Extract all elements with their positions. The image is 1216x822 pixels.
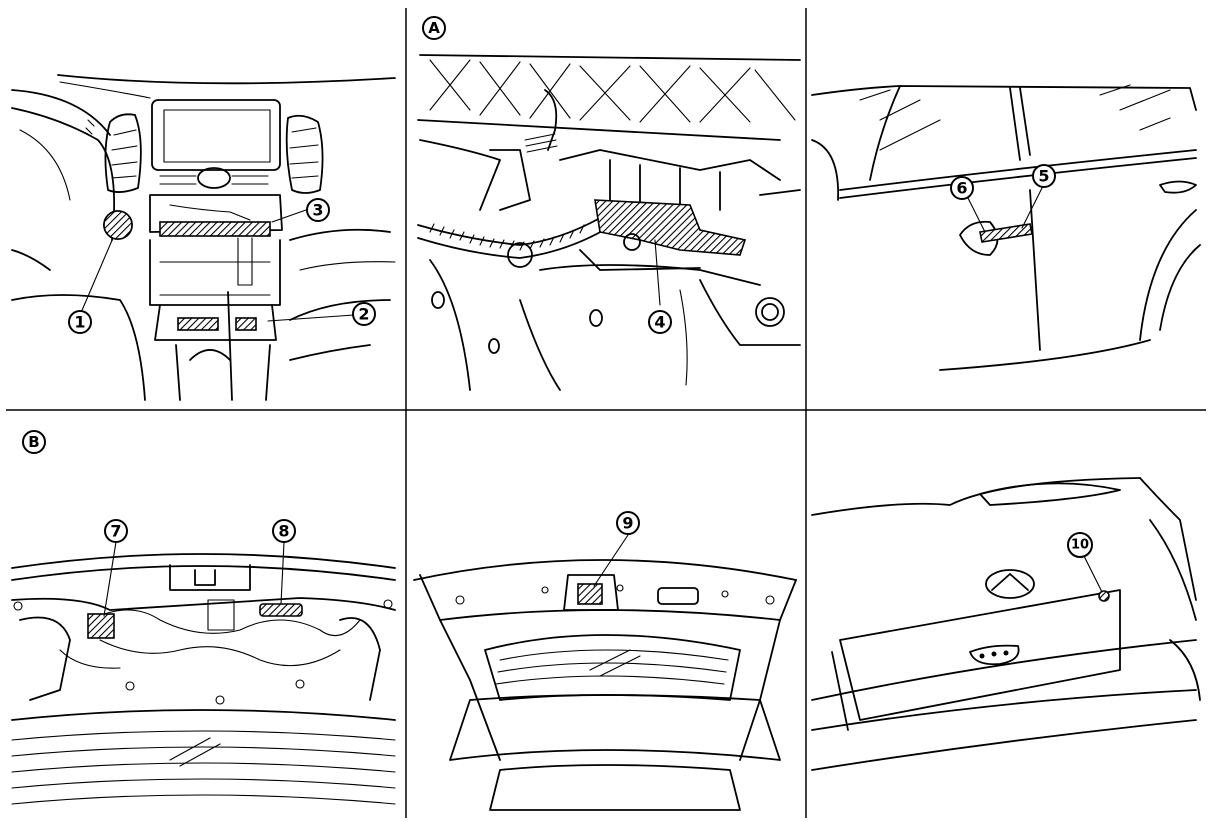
callout-6-text: 6 (956, 179, 967, 198)
callout-8-text: 8 (278, 522, 289, 541)
panel-view-b (11, 541, 396, 805)
panel-grid (6, 8, 1206, 818)
callout-9: 9 (616, 511, 640, 535)
callout-3-text: 3 (312, 201, 323, 220)
callout-10-text: 10 (1071, 538, 1089, 553)
panel-view-a (417, 54, 801, 391)
callout-10: 10 (1067, 532, 1093, 558)
callout-1: 1 (68, 310, 92, 334)
view-label-a-text: A (428, 19, 440, 37)
callout-7: 7 (104, 519, 128, 543)
callout-8: 8 (272, 519, 296, 543)
callout-1-text: 1 (74, 313, 85, 332)
panel-back-door-exterior (811, 477, 1201, 771)
view-label-a: A (422, 16, 446, 40)
callout-4: 4 (648, 310, 672, 334)
panel-back-door (413, 534, 797, 811)
callout-4-text: 4 (654, 313, 665, 332)
callout-7-text: 7 (110, 522, 121, 541)
callout-5: 5 (1032, 164, 1056, 188)
view-label-b: B (22, 430, 46, 454)
callout-3: 3 (306, 198, 330, 222)
callout-2: 2 (352, 302, 376, 326)
view-label-b-text: B (28, 433, 39, 451)
panel-door-handle (811, 84, 1201, 371)
panel-center-console (11, 74, 396, 401)
callout-9-text: 9 (622, 514, 633, 533)
callout-2-text: 2 (358, 305, 369, 324)
callout-6: 6 (950, 176, 974, 200)
callout-5-text: 5 (1038, 167, 1049, 186)
